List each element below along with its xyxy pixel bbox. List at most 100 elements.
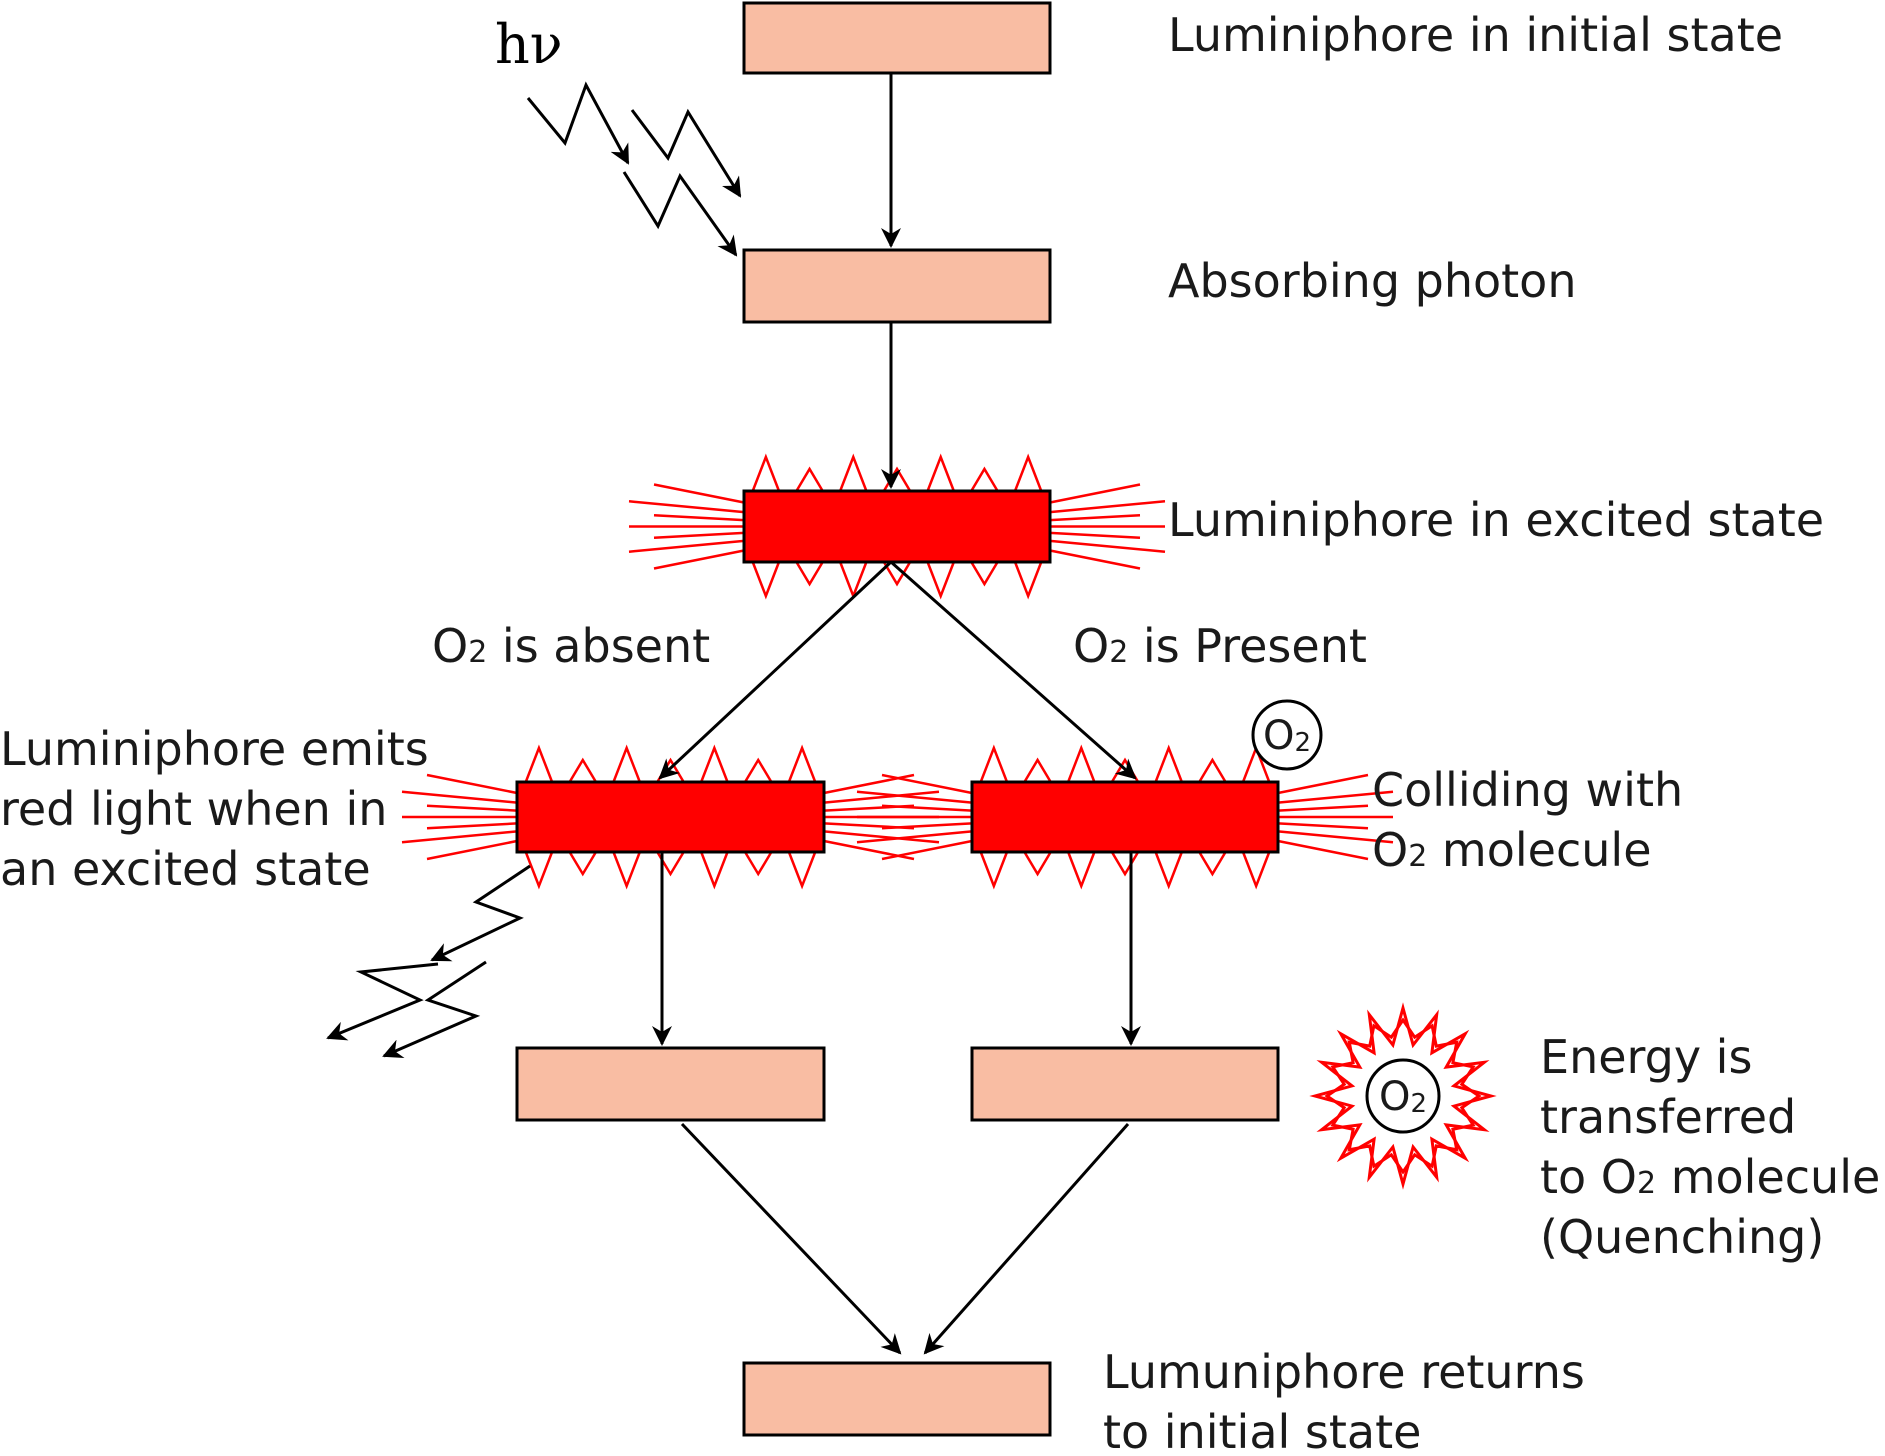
colliding-starburst: [856, 744, 1394, 890]
burst-ray: [823, 790, 940, 804]
burst-ray: [856, 830, 973, 844]
burst-ray: [823, 830, 940, 844]
burst-spike: [926, 561, 955, 600]
burst-spike: [926, 453, 955, 492]
box-excited-state: [742, 489, 1052, 564]
burst-ray: [1049, 500, 1166, 514]
burst-spike: [787, 744, 817, 783]
burst-spike: [787, 851, 817, 890]
o2-molecule-quenched: O2: [1365, 1058, 1441, 1134]
burst-ray: [426, 839, 518, 861]
burst-spike: [795, 466, 824, 492]
label-o2-present: O2 is Present: [1073, 619, 1367, 673]
burst-ray: [1049, 539, 1166, 553]
burst-ray: [881, 822, 973, 830]
burst-spike: [1198, 757, 1227, 783]
emitted-light: [326, 864, 531, 1058]
burst-ray: [1049, 531, 1141, 539]
burst-ray: [628, 539, 745, 553]
burst-spike: [612, 744, 641, 783]
burst-spike: [612, 851, 641, 890]
burst-ray: [628, 500, 745, 514]
label-returns-line2: to initial state: [1103, 1405, 1421, 1456]
box-emitting: [515, 780, 826, 854]
burst-spike: [1023, 851, 1052, 877]
burst-ray: [401, 830, 518, 844]
burst-spike: [839, 561, 868, 600]
burst-ray: [653, 483, 745, 504]
quenching-starburst: [1309, 1002, 1497, 1190]
burst-spike: [700, 744, 729, 783]
burst-ray: [881, 839, 973, 861]
burst-ray: [1277, 773, 1369, 795]
arrow-excited-to-colliding: [890, 560, 1137, 780]
burst-ray: [1277, 830, 1394, 844]
burst-ray: [856, 790, 973, 804]
box-colliding: [970, 780, 1280, 854]
burst-ray: [881, 773, 973, 795]
label-energy-line2: transferred: [1540, 1090, 1796, 1144]
burst-spike: [979, 744, 1009, 783]
burst-ray: [1277, 804, 1369, 812]
burst-spike: [1023, 757, 1052, 783]
burst-spike: [1067, 744, 1096, 783]
burst-spike: [1241, 851, 1271, 890]
emitted-zigzag-3: [382, 960, 487, 1058]
burst-spike: [743, 851, 773, 877]
burst-ray: [653, 549, 745, 570]
burst-spike: [568, 851, 598, 877]
burst-ray: [653, 514, 745, 522]
photon-zigzag-3: [622, 171, 738, 257]
burst-spike: [1110, 851, 1140, 877]
label-energy-line3: to O2 molecule: [1540, 1150, 1880, 1204]
quench-burst-outline: [1309, 1002, 1497, 1190]
burst-spike: [882, 561, 912, 587]
burst-spike: [751, 561, 781, 600]
svg-text:O2: O2: [1379, 1074, 1427, 1120]
burst-spike: [1013, 561, 1043, 600]
label-o2-absent: O2 is absent: [432, 619, 710, 673]
burst-spike: [795, 561, 824, 587]
burst-ray: [1277, 790, 1394, 804]
burst-spike: [979, 851, 1009, 890]
photon-zigzag-1: [526, 81, 630, 165]
burst-ray: [426, 804, 518, 812]
o2-subscript: 2: [1294, 728, 1311, 758]
label-emits-line2: red light when in: [0, 782, 387, 836]
excited-state-starburst: [628, 453, 1166, 600]
o2-symbol-quenched: O: [1379, 1074, 1410, 1120]
box-relaxed-left: [515, 1046, 826, 1122]
burst-spike: [524, 744, 554, 783]
arrow-left-to-final: [680, 1122, 902, 1355]
burst-spike: [751, 453, 781, 492]
incoming-photons: [526, 81, 742, 257]
label-energy-line4: (Quenching): [1540, 1210, 1824, 1264]
label-colliding-line1: Colliding with: [1372, 763, 1683, 817]
burst-ray: [426, 773, 518, 795]
burst-ray: [401, 790, 518, 804]
label-absorbing-photon: Absorbing photon: [1168, 254, 1576, 308]
emitted-zigzag-2: [326, 962, 439, 1041]
burst-spike: [743, 757, 773, 783]
label-initial-state: Luminiphore in initial state: [1168, 8, 1783, 62]
arrow-excited-to-emitting: [658, 560, 893, 780]
burst-ray: [881, 804, 973, 812]
label-colliding-line2: O2 molecule: [1372, 823, 1652, 877]
emitted-zigzag-1: [430, 864, 531, 962]
burst-spike: [1154, 744, 1183, 783]
photon-label: hν: [495, 13, 563, 76]
burst-spike: [524, 851, 554, 890]
quench-burst-outline: [1324, 1017, 1482, 1175]
label-emits-line3: an excited state: [0, 842, 371, 896]
burst-ray: [1277, 839, 1369, 861]
box-absorbing-photon: [742, 248, 1052, 324]
burst-spike: [1198, 851, 1227, 877]
photon-zigzag-2: [630, 108, 742, 198]
svg-text:O2: O2: [1263, 713, 1311, 759]
box-initial-state: [742, 1, 1052, 75]
burst-spike: [839, 453, 868, 492]
label-returns-line1: Lumuniphore returns: [1103, 1345, 1585, 1399]
box-final-state: [742, 1361, 1052, 1437]
